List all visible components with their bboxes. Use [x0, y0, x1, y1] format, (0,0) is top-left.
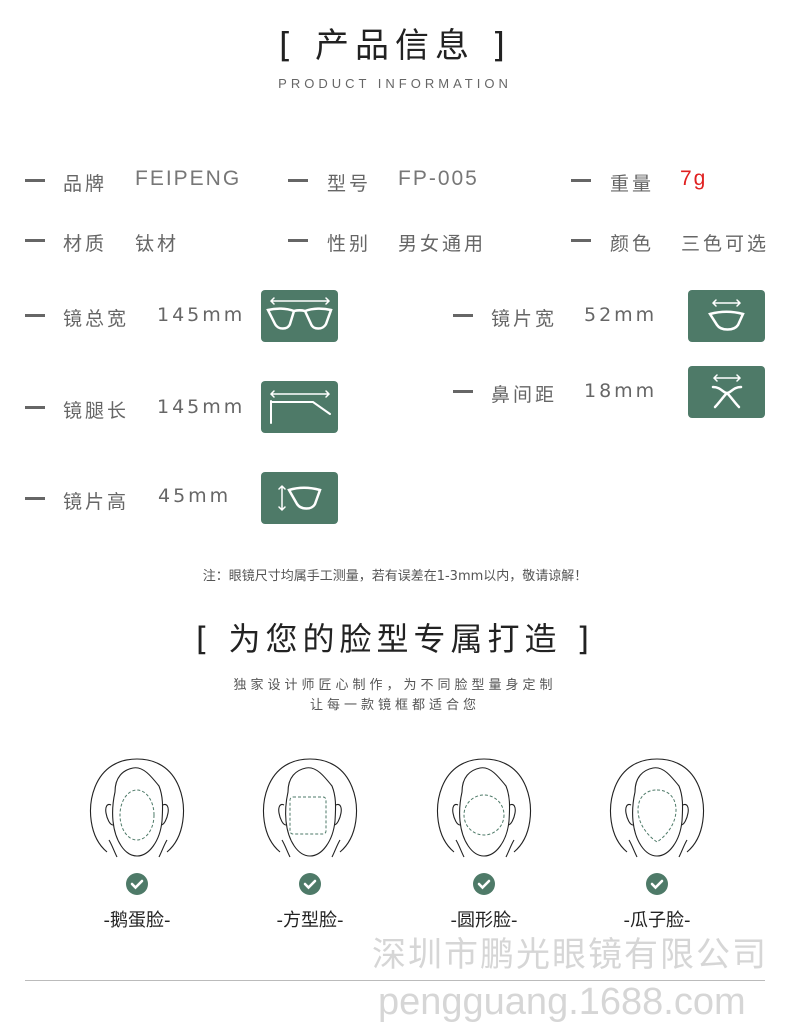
- dim-label: 镜腿长: [63, 400, 130, 422]
- frame-width-icon: [261, 290, 338, 342]
- face-shape-label: -鹅蛋脸-: [103, 910, 171, 931]
- dash: [25, 314, 45, 317]
- bridge-width-icon: [688, 366, 765, 418]
- check-icon: [299, 873, 321, 895]
- spec-label-model: 型号: [327, 173, 372, 195]
- lens-height-icon: [261, 472, 338, 524]
- measurement-note: 注：眼镜尺寸均属手工测量，若有误差在1-3mm以内，敬请谅解！: [202, 569, 588, 584]
- dash: [288, 239, 308, 242]
- spec-label-gender: 性别: [327, 233, 372, 255]
- spec-label-brand: 品牌: [63, 173, 108, 195]
- check-icon: [646, 873, 668, 895]
- face-section-title: [ 为您的脸型专属打造 ]: [195, 620, 595, 658]
- dim-label: 鼻间距: [491, 384, 558, 406]
- check-icon: [126, 873, 148, 895]
- dash: [571, 179, 591, 182]
- dim-value: 145mm: [157, 396, 246, 418]
- spec-value-brand: FEIPENG: [135, 167, 242, 190]
- watermark-url: pengguang.1688.com: [378, 981, 746, 1023]
- temple-length-icon: [261, 381, 338, 433]
- lens-width-icon: [688, 290, 765, 342]
- page-subtitle: PRODUCT INFORMATION: [278, 76, 512, 91]
- dim-value: 18mm: [584, 380, 658, 402]
- spec-value-material: 钛材: [135, 233, 180, 255]
- face-illustration: [434, 757, 534, 877]
- dim-value: 45mm: [158, 485, 232, 507]
- check-icon: [473, 873, 495, 895]
- face-illustration: [260, 757, 360, 877]
- dash: [25, 497, 45, 500]
- dim-value: 145mm: [157, 304, 246, 326]
- face-illustration: [607, 757, 707, 877]
- face-shape-label: -方型脸-: [276, 910, 344, 931]
- dim-label: 镜片高: [63, 491, 130, 513]
- spec-value-weight: 7g: [680, 167, 708, 190]
- dash: [453, 314, 473, 317]
- spec-value-color: 三色可选: [681, 233, 770, 255]
- dash: [453, 390, 473, 393]
- face-section-subtitle-2: 让每一款镜框都适合您: [309, 698, 480, 713]
- dim-label: 镜总宽: [63, 308, 130, 330]
- face-shape-label: -圆形脸-: [450, 910, 518, 931]
- spec-value-gender: 男女通用: [398, 233, 487, 255]
- dash: [288, 179, 308, 182]
- dash: [25, 239, 45, 242]
- face-section-subtitle-1: 独家设计师匠心制作，为不同脸型量身定制: [233, 678, 557, 693]
- spec-label-material: 材质: [63, 233, 108, 255]
- spec-value-model: FP-005: [398, 167, 479, 190]
- page-title: [ 产品信息 ]: [278, 26, 512, 66]
- dash: [25, 179, 45, 182]
- spec-label-color: 颜色: [610, 233, 655, 255]
- dash: [25, 406, 45, 409]
- divider: [25, 980, 765, 981]
- dim-value: 52mm: [584, 304, 658, 326]
- watermark-company: 深圳市鹏光眼镜有限公司: [372, 936, 768, 974]
- dim-label: 镜片宽: [491, 308, 558, 330]
- face-illustration: [87, 757, 187, 877]
- face-shape-label: -瓜子脸-: [623, 910, 691, 931]
- dash: [571, 239, 591, 242]
- spec-label-weight: 重量: [610, 173, 655, 195]
